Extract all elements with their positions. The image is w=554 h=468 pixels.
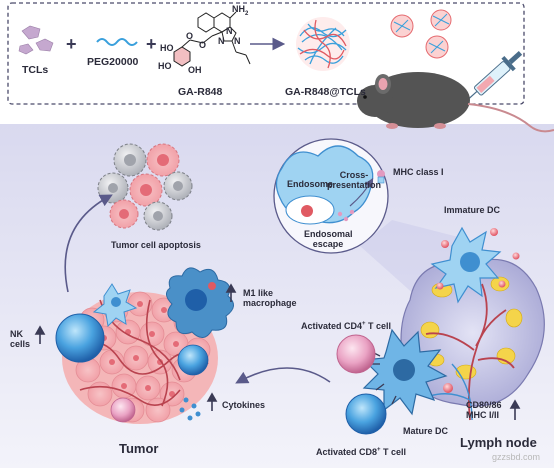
up-arrow-icon [34,325,46,335]
t-cell-icon [110,397,136,423]
peg-label: PEG20000 [87,56,139,68]
mouse-icon [357,72,554,133]
activated-cd8-label: Activated CD8+ T cell [316,447,407,457]
ho-label: HO [160,43,174,53]
tcls-fragments-icon [18,25,54,55]
n1-label: N [226,26,233,36]
endosome-label: Endosome [287,179,334,189]
floating-nanoparticles-icon [390,9,452,59]
cycle-arrow-left-icon [64,194,113,293]
mhc-class-i-label: MHC class I [393,167,444,177]
ho2-label: HO [158,61,172,71]
ga-r848-structure-icon [173,11,251,67]
n2-label: N [218,36,225,46]
inset-zoom-wedge [360,220,470,296]
cd8-t-cell-icon [345,393,387,435]
tumor-label: Tumor [119,441,159,456]
immature-dc-label: Immature DC [444,205,501,215]
mature-dc-icon [362,328,448,416]
syringe-icon [463,51,523,104]
ga-r848-label: GA-R848 [178,86,223,98]
n3-label: N [234,36,241,46]
ga-r848-tcls-label: GA-R848@TCLs [285,86,366,98]
peg-wave-icon [96,38,138,46]
plus-icon: + [66,34,77,54]
watermark-label: gzzsbd.com [492,452,541,462]
t-cell-icon [177,344,209,376]
apoptotic-cells-icon [97,143,193,231]
up-arrow-icon [206,392,218,402]
inset-dc-cell-icon [275,145,385,225]
antigen-particle-icon [443,383,453,393]
o-ring-label: O [199,40,207,50]
cd4-t-cell-icon [336,334,376,374]
tumor-dc-icon [92,283,138,328]
o-top-label: O [186,31,194,41]
immature-dc-icon [430,226,520,304]
oh-label: OH [188,65,202,75]
cytokines-icon [179,397,201,421]
activated-cd4-label: Activated CD4+ T cell [301,321,392,331]
plus-icon: + [146,34,157,54]
cytokines-label: Cytokines [222,400,266,410]
nh2-label: NH2 [232,4,249,17]
cycle-arrow-bottom-icon [235,367,331,384]
mature-dc-label: Mature DC [403,426,449,436]
lymph-node-label: Lymph node [460,435,537,450]
nk-cell-icon [55,313,105,363]
up-arrow-icon [225,283,237,293]
nanoparticle-icon [296,17,350,71]
tcls-label: TCLs [22,64,49,76]
cross-presentation-label: Cross-presentation [326,170,381,190]
tumor-cell-apoptosis-label: Tumor cell apoptosis [111,240,201,250]
up-arrow-icon [509,399,521,409]
macrophage-icon [166,267,234,338]
